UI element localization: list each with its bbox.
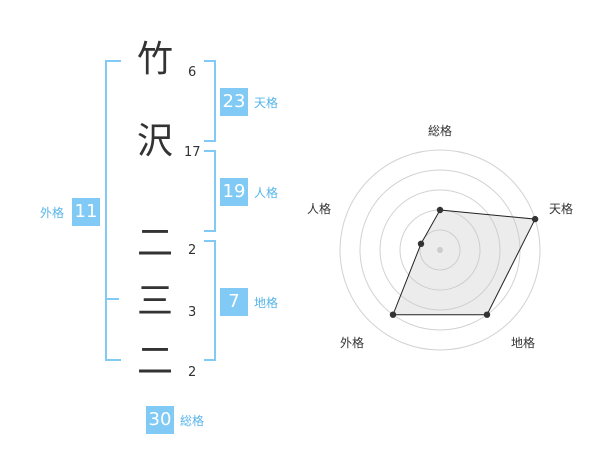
radar-axis-label-soukaku: 総格 (428, 124, 453, 138)
stroke-count-3: 2 (188, 243, 197, 258)
radar-axis-label-gaikaku: 外格 (340, 336, 365, 350)
stroke-count-5: 2 (188, 365, 197, 380)
name-char-2: 沢 (136, 121, 173, 162)
radar-point-2 (531, 215, 539, 223)
jinkaku-label: 人格 (254, 186, 279, 200)
radar-grid-ring-1 (419, 229, 461, 271)
tenkaku-value: 23 (220, 88, 248, 116)
radar-axis-label-chikaku: 地格 (511, 336, 536, 350)
radar-point-5 (417, 240, 425, 247)
radar-area (392, 209, 536, 316)
gaikaku-bracket-divider (105, 298, 119, 300)
radar-grid-ring-5 (339, 149, 541, 351)
radar-axis-label-jinkaku: 人格 (307, 202, 332, 216)
radar-point-4 (389, 311, 397, 318)
radar-point-3 (483, 311, 491, 318)
stroke-count-4: 3 (188, 305, 197, 320)
soukaku-label: 総格 (180, 414, 205, 428)
tenkaku-bracket (204, 60, 216, 142)
name-char-3: 二 (136, 223, 173, 264)
jinkaku-bracket (204, 150, 216, 232)
name-char-1: 竹 (136, 39, 173, 80)
radar-point-1 (436, 206, 444, 214)
chikaku-label: 地格 (254, 296, 279, 310)
name-char-5: 二 (136, 341, 173, 382)
stroke-count-1: 6 (188, 65, 197, 80)
radar-axis-label-tenkaku: 天格 (549, 202, 574, 216)
gaikaku-bracket (105, 60, 121, 361)
gaikaku-label: 外格 (40, 206, 65, 220)
soukaku-value: 30 (146, 406, 174, 434)
name-char-4: 三 (136, 281, 173, 322)
jinkaku-value: 19 (220, 178, 248, 206)
stroke-count-2: 17 (184, 145, 201, 160)
gaikaku-value: 11 (72, 198, 100, 226)
radar-grid-ring-3 (379, 189, 501, 311)
radar-center-dot (437, 247, 443, 253)
tenkaku-label: 天格 (254, 96, 279, 110)
chikaku-bracket (204, 240, 216, 361)
chikaku-value: 7 (220, 288, 248, 316)
